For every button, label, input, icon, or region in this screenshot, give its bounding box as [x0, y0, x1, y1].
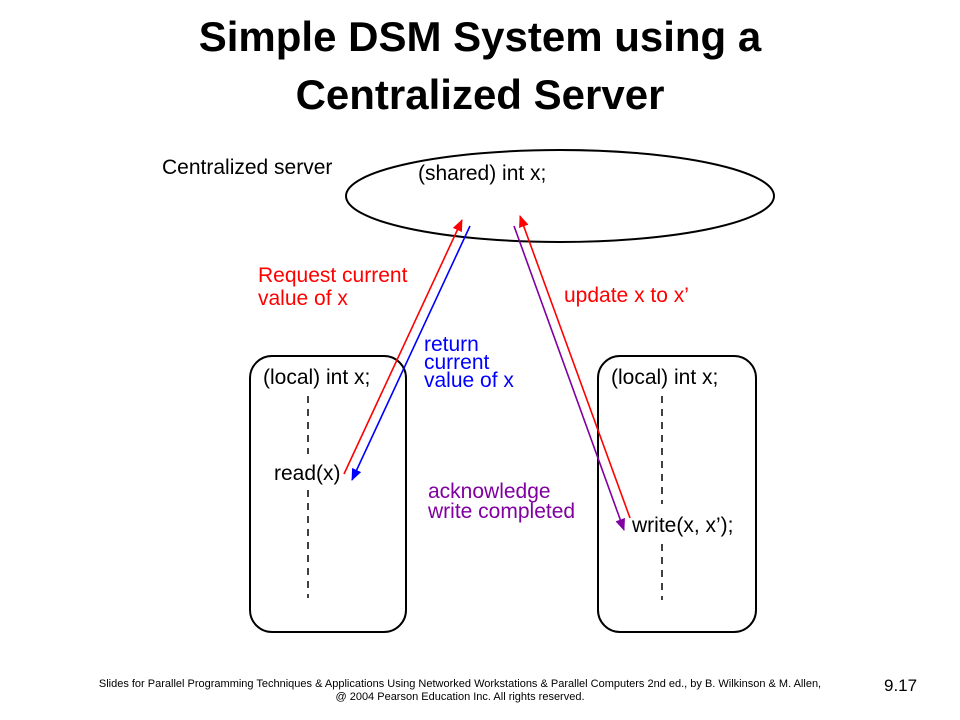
return-label-line-2: current: [424, 351, 490, 374]
acknowledge-arrow: [513, 225, 625, 531]
request-label: Request current value of x: [258, 264, 413, 310]
slide-number: 9.17: [884, 676, 918, 695]
server-caption: Centralized server: [162, 156, 332, 179]
request-label-line-1: Request current: [258, 264, 408, 287]
return-label-line-3: value of x: [424, 369, 514, 392]
right-process-box: [597, 355, 757, 633]
return-arrow: [351, 225, 471, 481]
acknowledge-label-line-1: acknowledge: [428, 480, 551, 503]
acknowledge-label-line-2: write completed: [427, 500, 575, 523]
right-process-variable: (local) int x;: [611, 366, 718, 389]
server-ellipse: [345, 149, 775, 243]
return-label-line-1: return: [424, 333, 479, 356]
right-process-operation: write(x, x’);: [631, 514, 734, 537]
return-label: return current value of x: [424, 333, 514, 392]
footer-line-1: Slides for Parallel Programming Techniqu…: [98, 678, 822, 690]
left-process-box: [249, 355, 407, 633]
update-arrow: [519, 215, 631, 519]
update-label: update x to x’: [564, 284, 689, 307]
request-arrow: [343, 219, 463, 475]
slide-title: Simple DSM System using a Centralized Se…: [0, 8, 960, 124]
server-variable: (shared) int x;: [418, 162, 546, 185]
request-label-line-2: value of x: [258, 287, 348, 310]
title-line-1: Simple DSM System using a: [198, 13, 762, 60]
left-process-variable: (local) int x;: [263, 366, 370, 389]
footer-line-2: @ 2004 Pearson Education Inc. All rights…: [335, 691, 585, 703]
acknowledge-label: acknowledge write completed: [427, 480, 575, 523]
left-process-operation: read(x): [274, 462, 341, 485]
title-line-2: Centralized Server: [295, 71, 665, 118]
footer-credits: Slides for Parallel Programming Techniqu…: [60, 678, 860, 704]
